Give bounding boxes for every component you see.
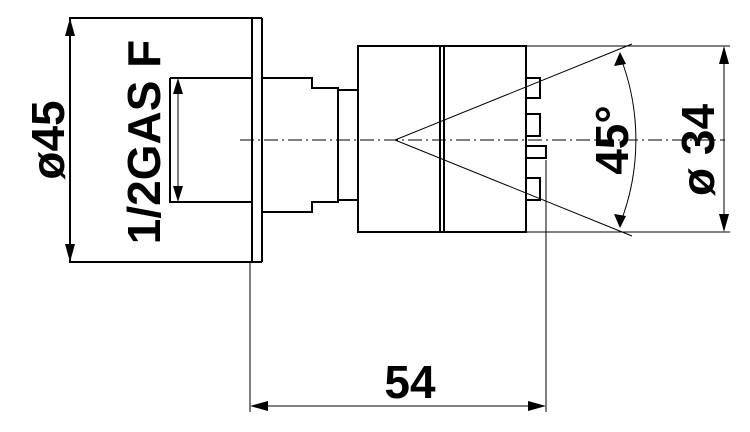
spray-cone-lower (394, 139, 633, 237)
dim-arrow-right-bottom (719, 214, 729, 232)
dim-arrow-right-top (719, 46, 729, 64)
angle-arrow-bottom (614, 214, 626, 228)
dimension-body-diameter (65, 18, 75, 262)
dim-arrow-left-top (65, 18, 75, 36)
label-spray-angle: 45° (586, 105, 638, 175)
nozzle-tip-upper (526, 113, 541, 137)
neck-outline (262, 77, 339, 213)
angle-arrow-top (614, 52, 626, 66)
thread-bore (169, 77, 252, 203)
angle-arc (619, 55, 637, 225)
dim-arrow-left-bottom (65, 244, 75, 262)
label-body-diameter: ø45 (22, 100, 74, 179)
label-head-diameter: ø 34 (672, 104, 724, 196)
nozzle-tip-bottom (526, 177, 541, 201)
dimension-head-diameter (526, 45, 730, 233)
flange-outline (69, 17, 253, 263)
head-ring-rear (357, 45, 441, 233)
nozzle-head (357, 45, 547, 233)
dim-arrow-thread-bottom (173, 186, 183, 202)
dim-arrow-thread-top (173, 78, 183, 94)
dimension-thread (173, 78, 183, 202)
dim-arrow-length-right (528, 401, 546, 411)
connector-neck (262, 77, 359, 213)
dim-arrow-length-left (250, 401, 268, 411)
spray-cone-upper (394, 43, 633, 141)
dimension-length (249, 160, 547, 412)
neck-collar (337, 89, 359, 201)
label-thread: 1/2GAS F (118, 40, 170, 245)
head-ring-front (443, 45, 527, 233)
nozzle-tip-top (526, 77, 541, 99)
nozzle-tip-center (526, 145, 547, 159)
label-length: 54 (384, 356, 436, 408)
flange-body (69, 17, 263, 263)
